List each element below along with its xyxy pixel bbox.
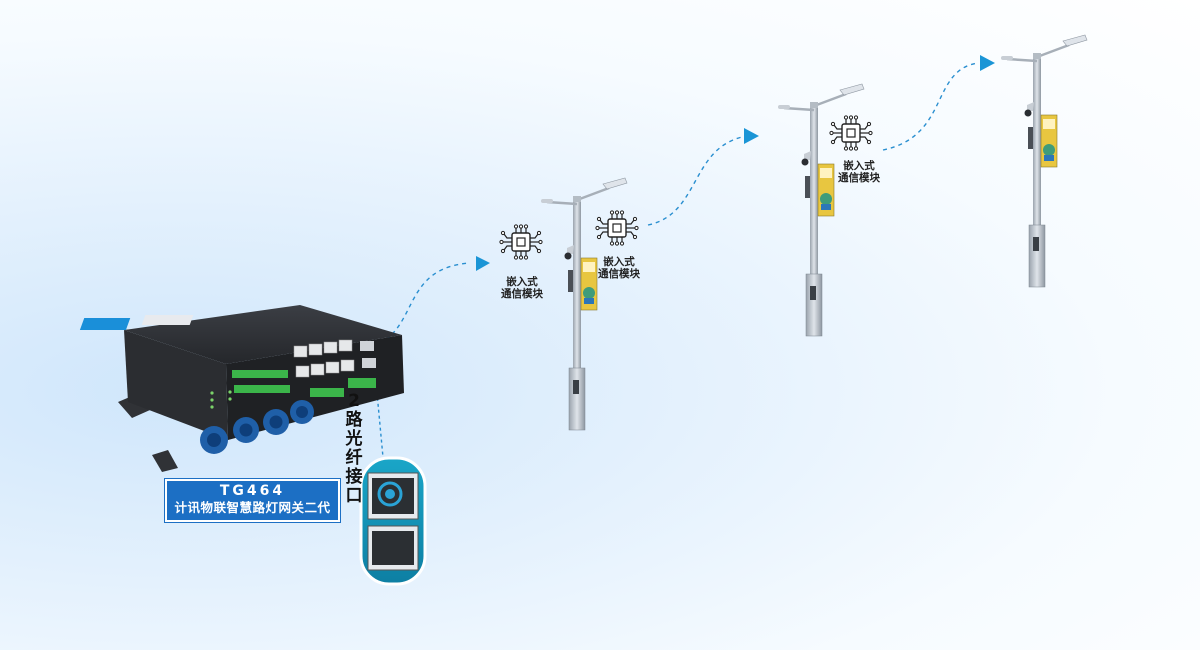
module-label-line2: 通信模块: [598, 268, 640, 280]
fiber-label-char: 纤: [345, 448, 363, 468]
flow-arrows: [476, 55, 995, 271]
module-label: 嵌入式 通信模块: [592, 256, 646, 280]
street-lamp-icon: [999, 33, 1089, 289]
device-name: 计讯物联智慧路灯网关二代: [174, 500, 331, 515]
link-lamp1-to-lamp2: [647, 136, 743, 226]
module-label: 嵌入式 通信模块: [495, 276, 549, 300]
fiber-label-char: 光: [345, 429, 363, 449]
device-model: TG464: [219, 483, 286, 499]
device-label: TG464 计讯物联智慧路灯网关二代: [165, 479, 340, 522]
street-lamp-icon: [539, 176, 629, 432]
module-label-line1: 嵌入式: [843, 160, 875, 172]
module-label-line2: 通信模块: [838, 172, 880, 184]
module-label-line1: 嵌入式: [506, 276, 538, 288]
arrow-right-icon: [980, 55, 995, 71]
arrow-right-icon: [476, 256, 490, 271]
fiber-label-char: 2: [348, 391, 360, 411]
module-label-line2: 通信模块: [501, 288, 543, 300]
link-lamp2-to-lamp3: [882, 62, 979, 151]
module-label-line1: 嵌入式: [603, 256, 635, 268]
chip-icon: [595, 210, 639, 246]
sfp-port-zoom: [359, 456, 427, 586]
module-label: 嵌入式 通信模块: [832, 160, 886, 184]
arrow-right-icon: [744, 128, 759, 144]
fiber-label-char: 路: [345, 410, 363, 430]
fiber-label-char: 口: [345, 486, 363, 506]
chip-icon: [829, 115, 873, 151]
fiber-port-label: 2 路 光 纤 接 口: [343, 392, 365, 506]
fiber-label-char: 接: [345, 467, 363, 487]
connection-lines: [371, 62, 979, 469]
gateway-device: [79, 305, 404, 472]
chip-icon: [499, 224, 543, 260]
